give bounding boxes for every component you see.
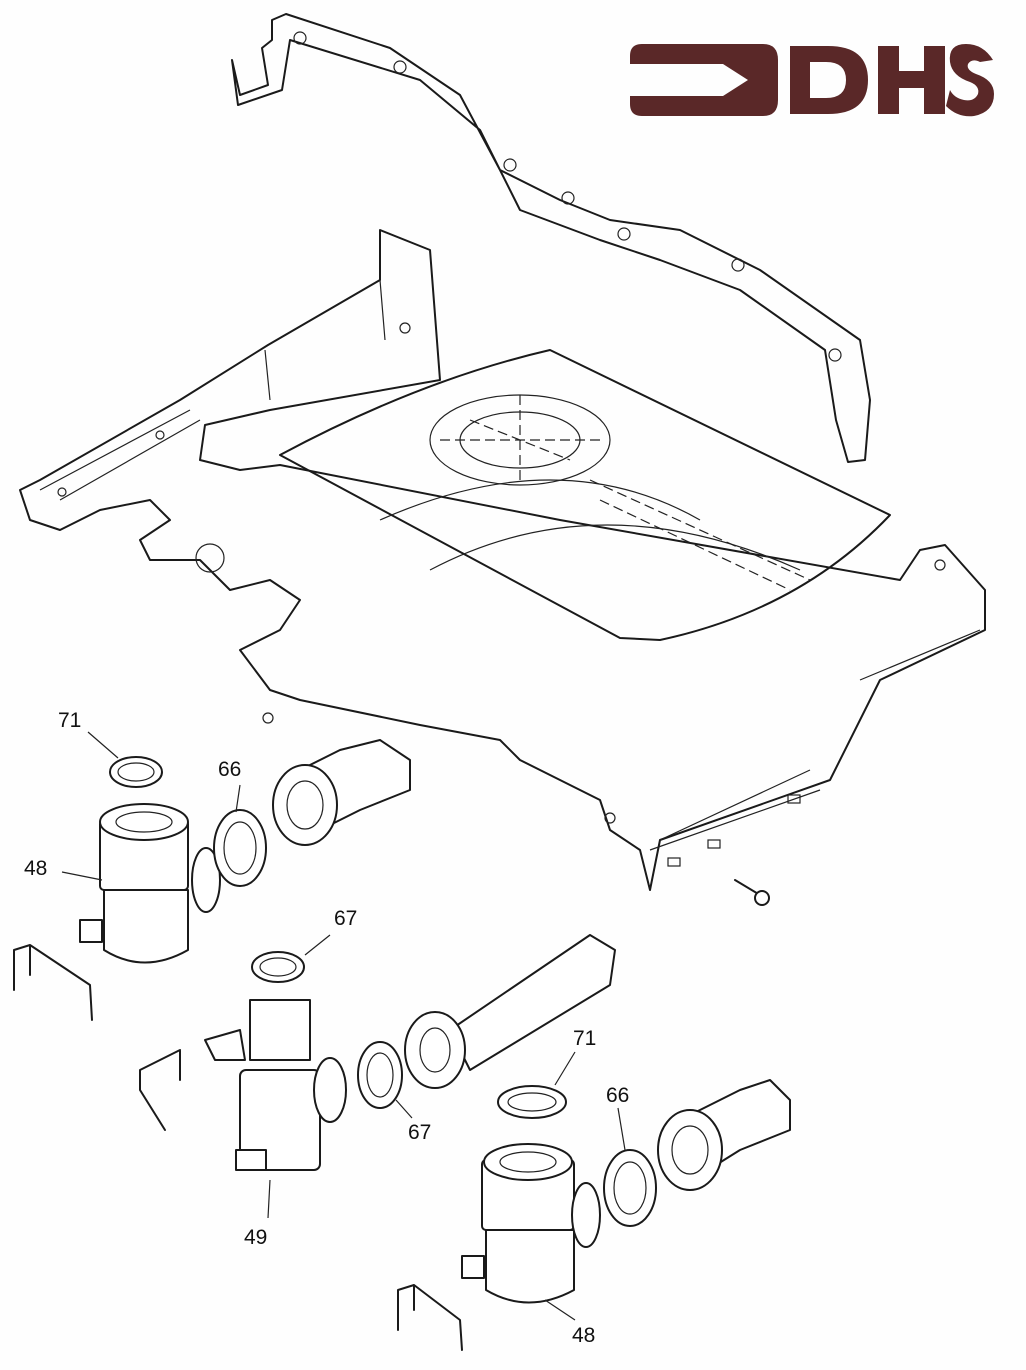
callout-67-lower: 67 — [408, 1121, 432, 1144]
callout-71: 71 — [58, 709, 82, 732]
callout-71-lower: 71 — [573, 1027, 597, 1050]
isolating-valve-48-bottom — [397, 1079, 791, 1351]
dhs-logo — [628, 38, 996, 122]
mounting-frame — [19, 229, 986, 891]
screw — [734, 879, 770, 906]
callout-67: 67 — [334, 907, 358, 930]
callout-49: 49 — [244, 1226, 268, 1249]
paper-template — [279, 349, 891, 641]
callout-48: 48 — [24, 857, 48, 880]
safety-valve-49 — [139, 934, 616, 1171]
callout-66-lower: 66 — [606, 1084, 630, 1107]
isolating-valve-48-top — [13, 739, 411, 1021]
leader-lines — [61, 731, 626, 1321]
callout-48-lower: 48 — [572, 1324, 596, 1347]
top-wall-bracket — [231, 13, 871, 463]
callout-66: 66 — [218, 758, 242, 781]
